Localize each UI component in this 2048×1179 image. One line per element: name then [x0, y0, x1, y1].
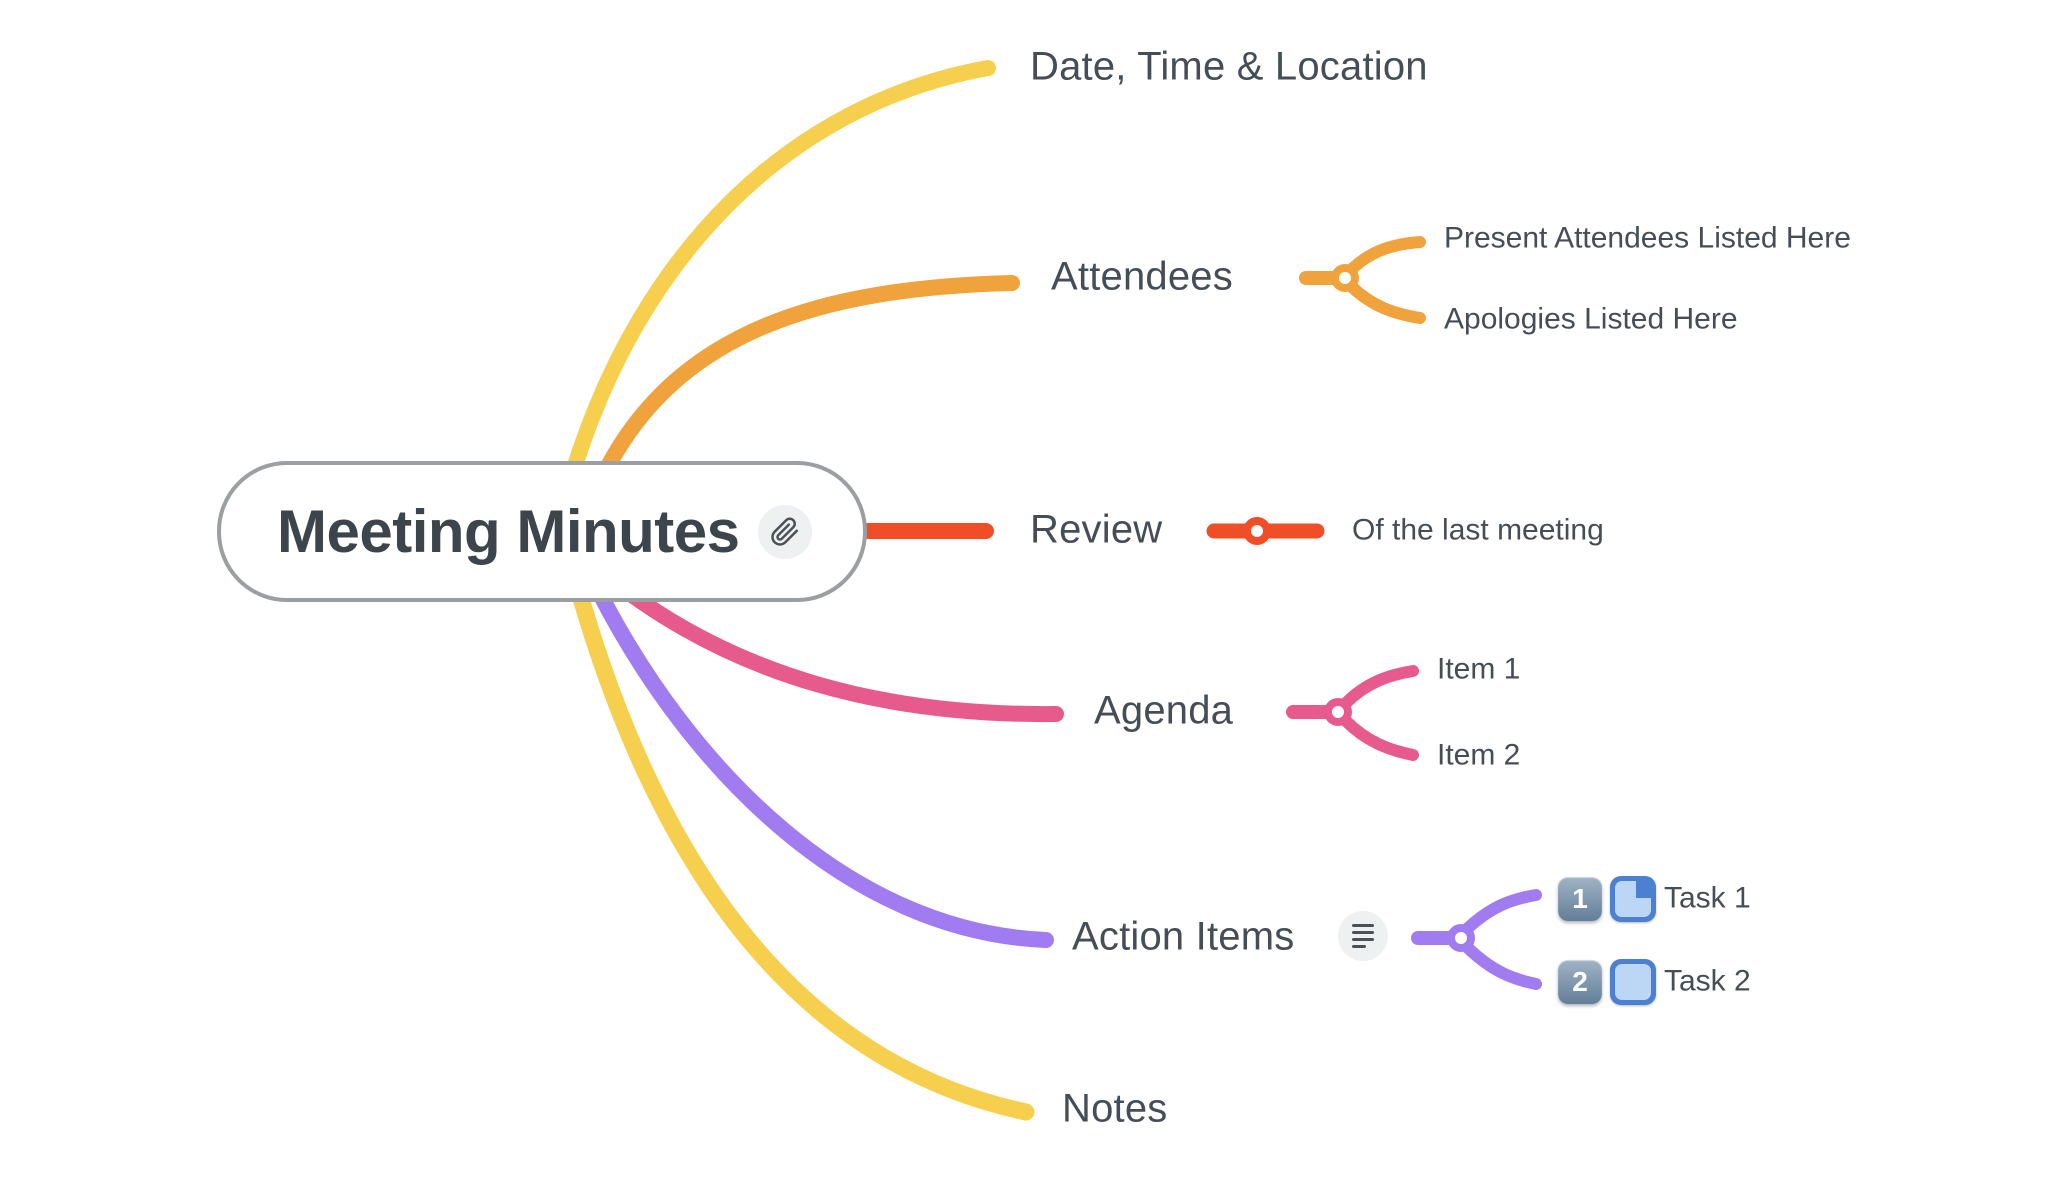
node-review[interactable]: Review: [1030, 507, 1163, 552]
node-item-2[interactable]: Item 2: [1437, 738, 1521, 772]
node-attendees[interactable]: Attendees: [1051, 254, 1233, 299]
fork-lower-agenda: [1340, 715, 1419, 761]
task-1-progress-icon[interactable]: [1610, 876, 1656, 922]
branch-line-action-items: [590, 582, 1054, 948]
task-2-progress-icon[interactable]: [1610, 959, 1656, 1005]
fold-point-action-items[interactable]: [1447, 924, 1475, 952]
node-task-2[interactable]: Task 2: [1664, 964, 1751, 998]
node-task-1[interactable]: Task 1: [1664, 881, 1751, 915]
fold-point-agenda[interactable]: [1324, 698, 1352, 726]
fork-upper-action-items: [1462, 889, 1542, 934]
branch-line-agenda: [620, 584, 1064, 723]
node-of-last-meeting[interactable]: Of the last meeting: [1352, 513, 1604, 547]
fork-lower-action-items: [1462, 942, 1542, 990]
fork-lower-attendees: [1346, 281, 1426, 324]
fold-point-review[interactable]: [1243, 517, 1271, 545]
paperclip-icon[interactable]: [757, 504, 812, 559]
fork-upper-attendees: [1346, 236, 1426, 275]
node-date-time-location[interactable]: Date, Time & Location: [1030, 44, 1428, 89]
node-action-items[interactable]: Action Items: [1072, 914, 1295, 959]
root-node[interactable]: Meeting Minutes: [217, 461, 867, 602]
task-2-number-badge[interactable]: 2: [1558, 960, 1602, 1004]
task-1-number-badge[interactable]: 1: [1558, 877, 1602, 921]
root-node-label: Meeting Minutes: [277, 498, 740, 565]
fold-point-attendees[interactable]: [1331, 264, 1359, 292]
node-apologies[interactable]: Apologies Listed Here: [1444, 302, 1738, 336]
branch-line-date-time-location: [565, 60, 996, 480]
branch-line-notes: [569, 579, 1035, 1121]
note-lines-icon[interactable]: [1338, 911, 1388, 961]
node-notes[interactable]: Notes: [1062, 1086, 1168, 1131]
node-item-1[interactable]: Item 1: [1437, 652, 1521, 686]
fork-upper-agenda: [1340, 665, 1419, 709]
branch-line-attendees: [597, 275, 1020, 480]
node-present-attendees[interactable]: Present Attendees Listed Here: [1444, 221, 1851, 255]
node-agenda[interactable]: Agenda: [1094, 688, 1234, 733]
